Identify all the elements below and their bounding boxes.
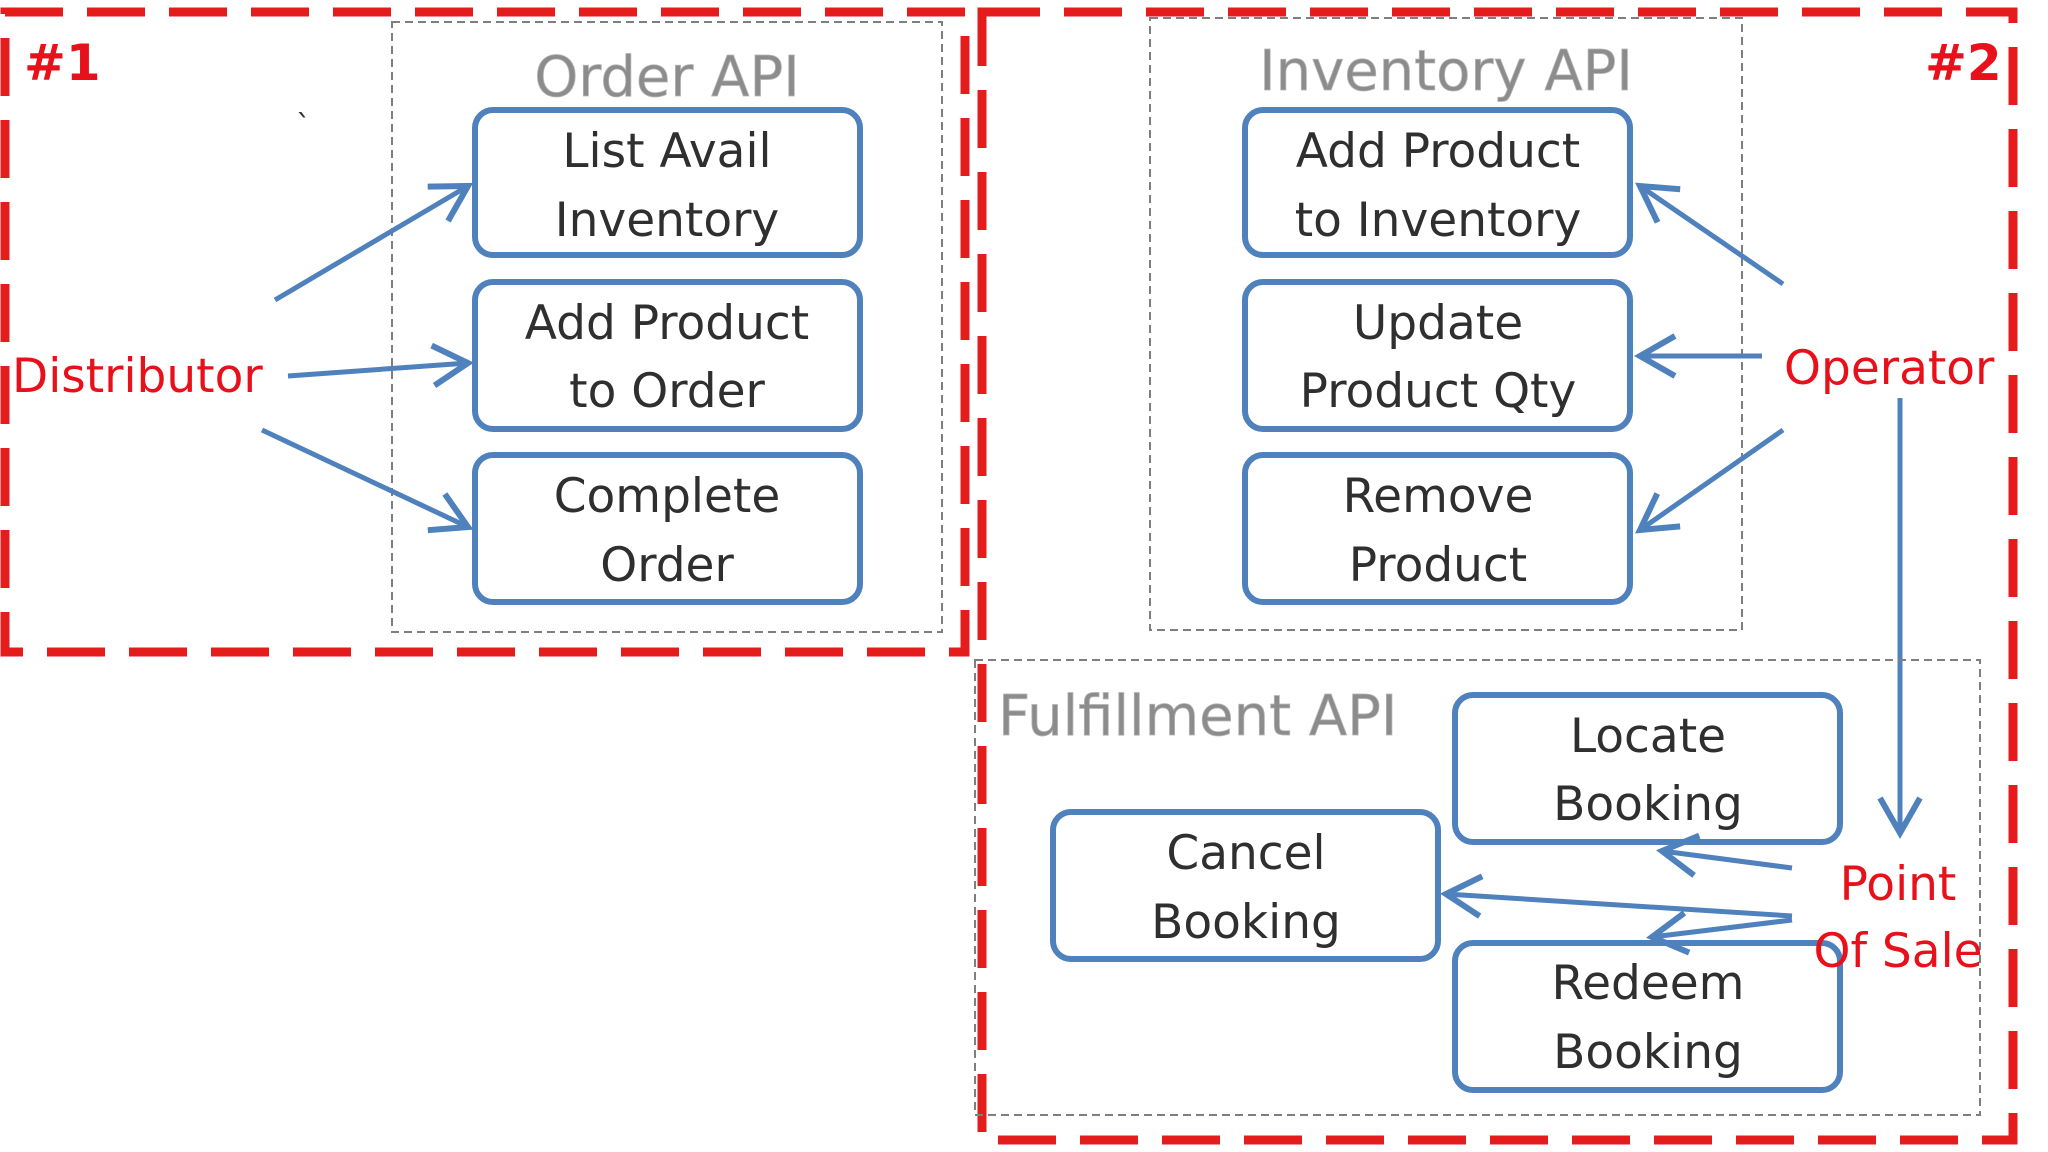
arrow-operator-to-remove [1635,427,1785,534]
arrow-operator-to-add-product [1635,182,1785,287]
zone-1-boundary [0,7,970,657]
node-add-product-to-order[interactable]: Add Product to Order [472,279,863,432]
svg-text:Locate: Locate [1570,709,1726,764]
actor-distributor: Distributor [12,349,263,404]
svg-text:to Inventory: to Inventory [1295,193,1582,248]
arrow-pos-to-cancel [1439,873,1793,919]
node-redeem-booking[interactable]: Redeem Booking [1452,940,1843,1093]
svg-text:to Order: to Order [569,364,765,419]
actor-operator: Operator [1784,341,1995,396]
svg-text:Booking: Booking [1151,895,1341,950]
svg-text:Order: Order [600,538,734,593]
order-api-title: Order API [534,45,800,110]
fulfillment-api-title: Fulfillment API [998,684,1397,749]
svg-text:Redeem: Redeem [1552,956,1745,1011]
node-remove-product[interactable]: Remove Product [1242,452,1633,605]
node-complete-order[interactable]: Complete Order [472,452,863,605]
order-api-box [391,21,943,633]
svg-text:Add Product: Add Product [1296,124,1580,179]
node-locate-booking[interactable]: Locate Booking [1452,692,1843,845]
svg-text:Add Product: Add Product [525,296,809,351]
arrow-distributor-to-list [273,182,474,303]
arrow-pos-to-redeem [1645,910,1793,956]
zone-2-label: #2 [1925,34,2002,92]
node-list-avail-inventory[interactable]: List Avail Inventory [472,107,863,258]
svg-text:Inventory: Inventory [555,193,780,248]
svg-text:Booking: Booking [1553,777,1743,832]
inventory-api-title: Inventory API [1259,39,1633,104]
stray-mark: ` [296,109,311,144]
svg-text:Product: Product [1349,538,1527,593]
svg-text:List Avail: List Avail [562,124,771,179]
fulfillment-api-box [974,659,1981,1116]
actor-point-of-sale-line2: Of Sale [1813,924,1982,979]
node-update-product-qty[interactable]: Update Product Qty [1242,279,1633,432]
inventory-api-box [1149,17,1743,631]
svg-text:Booking: Booking [1553,1025,1743,1080]
actor-point-of-sale-line1: Point [1840,857,1957,912]
svg-text:Product Qty: Product Qty [1300,364,1577,419]
arrow-distributor-to-complete [260,427,474,534]
svg-text:Update: Update [1353,296,1523,351]
zone-1-label: #1 [24,34,101,92]
svg-text:Remove: Remove [1343,469,1534,524]
node-add-product-to-inventory[interactable]: Add Product to Inventory [1242,107,1633,258]
node-cancel-booking[interactable]: Cancel Booking [1050,809,1441,962]
svg-text:Complete: Complete [554,469,781,524]
svg-text:Cancel: Cancel [1166,826,1325,881]
zone-2-boundary [977,7,2018,1145]
arrow-pos-to-locate [1656,832,1793,878]
arrow-distributor-to-add-product [287,342,475,388]
